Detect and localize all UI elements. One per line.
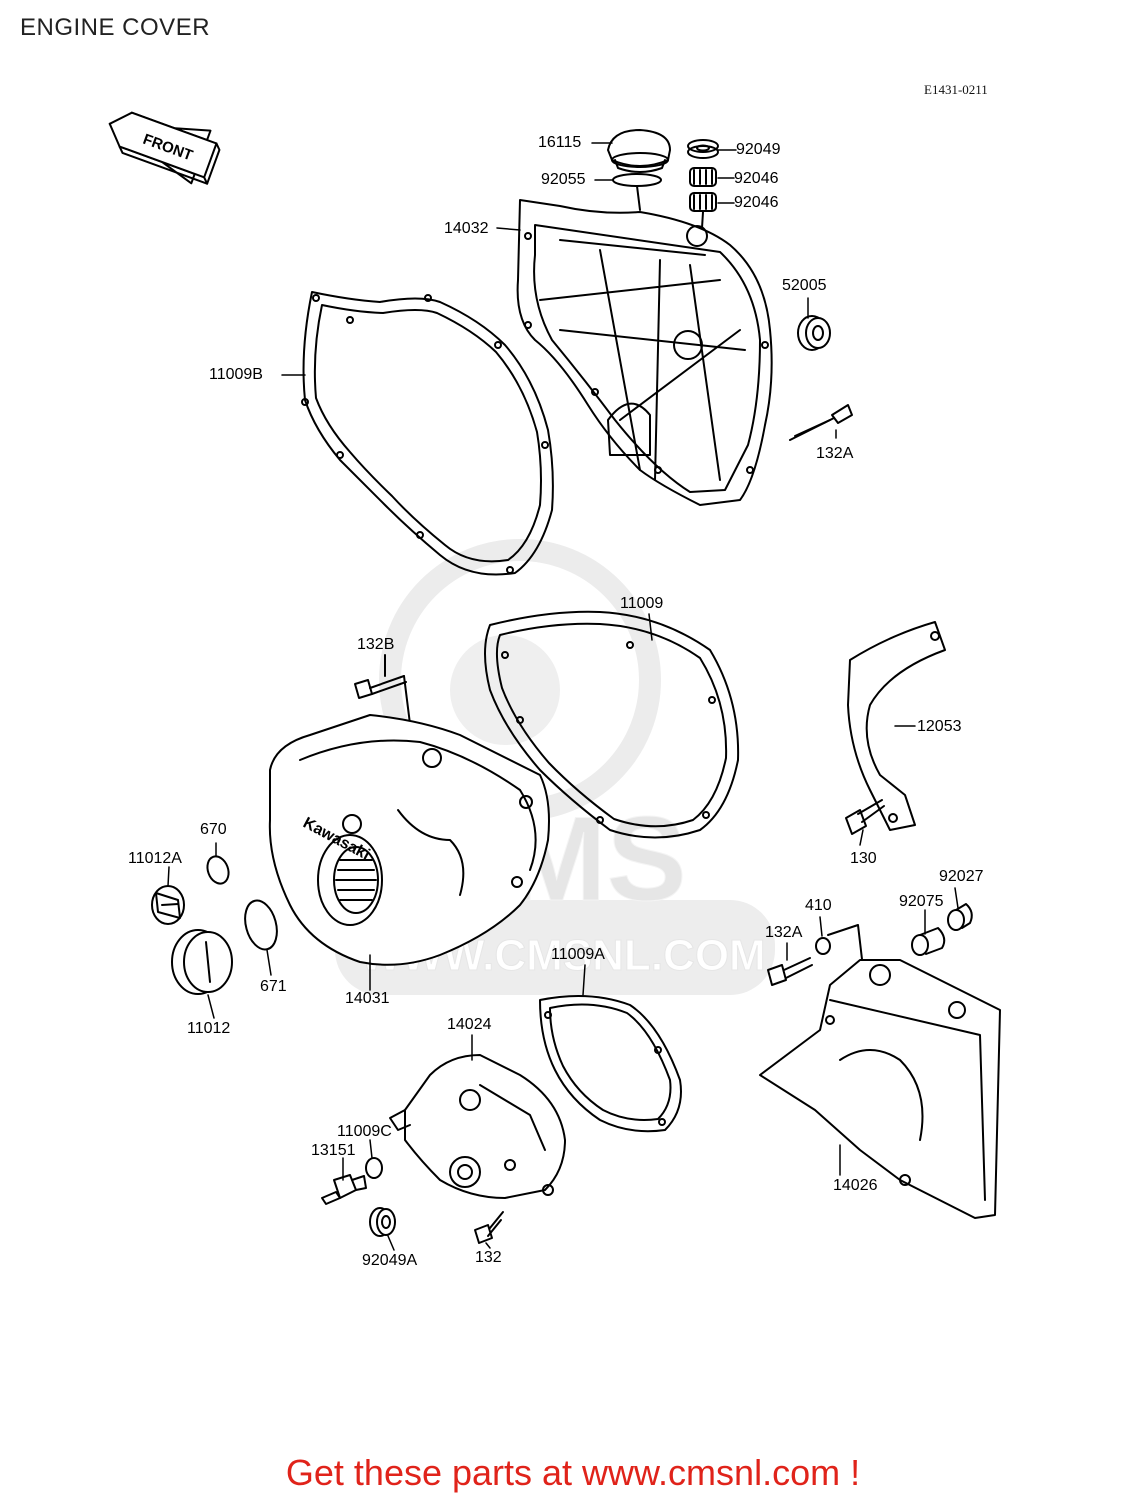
sensor-13151-icon [321, 1174, 367, 1205]
part-label-11009: 11009 [620, 595, 664, 612]
part-label-410: 410 [805, 897, 832, 914]
part-label-11012: 11012 [187, 1020, 231, 1037]
footer-cta-link[interactable]: Get these parts at www.cmsnl.com ! [285, 1452, 861, 1493]
gasket-11009-icon [484, 610, 740, 839]
washer-410-icon [815, 937, 831, 955]
seal-11009c-icon [365, 1157, 383, 1179]
bearing-92046-upper-icon [689, 167, 717, 187]
front-arrow [108, 111, 221, 185]
bolt-132-icon [474, 1211, 504, 1244]
part-label-132: 132 [475, 1249, 502, 1266]
oil-filler-cap-icon [607, 129, 671, 173]
oil-seal-92049a-icon [369, 1207, 396, 1237]
bolt-132b-icon [354, 675, 407, 699]
generator-cover-icon [268, 714, 550, 966]
part-label-92075: 92075 [899, 893, 944, 910]
part-label-12053: 12053 [917, 718, 962, 735]
bolt-132a-top-icon [789, 404, 853, 441]
o-ring-92055-icon [612, 173, 662, 187]
part-label-14024: 14024 [447, 1016, 492, 1033]
gasket-11009a-icon [539, 995, 682, 1133]
o-ring-670-icon [206, 855, 230, 885]
part-label-132a-mid: 132A [765, 924, 803, 941]
o-ring-671-icon [244, 899, 278, 951]
part-label-132a-top: 132A [816, 445, 854, 462]
part-label-14032: 14032 [444, 220, 489, 237]
part-label-92027: 92027 [939, 868, 984, 885]
part-label-13151: 13151 [311, 1142, 356, 1159]
water-pump-cover-icon [389, 1054, 566, 1199]
gasket-11009b-icon [301, 291, 554, 576]
bolt-132a-mid-icon [767, 957, 813, 986]
bolt-130-icon [845, 799, 885, 835]
part-label-130: 130 [850, 850, 877, 867]
guard-12053-icon [847, 621, 946, 831]
oil-seal-92049-icon [687, 139, 719, 159]
part-label-92046-lower: 92046 [734, 194, 779, 211]
part-label-14031: 14031 [345, 990, 390, 1007]
sprocket-cover-icon [759, 959, 1001, 1219]
part-label-92049a: 92049A [362, 1252, 418, 1269]
collar-92075-icon [911, 927, 946, 956]
cap-11012a-icon [151, 885, 185, 925]
part-label-671: 671 [260, 978, 287, 995]
leader-lines [167, 142, 959, 1251]
part-label-92055: 92055 [541, 171, 586, 188]
clutch-cover-icon [516, 199, 773, 506]
oil-seal-52005-icon [797, 315, 831, 351]
page-title: ENGINE COVER [20, 14, 211, 41]
cap-11012-icon [171, 929, 233, 995]
diagram-code: E1431-0211 [924, 82, 988, 97]
bearing-92046-lower-icon [689, 192, 717, 212]
part-label-92046-upper: 92046 [734, 170, 779, 187]
part-label-11009c: 11009C [337, 1123, 392, 1140]
collar-92027-icon [947, 903, 973, 931]
part-label-132b: 132B [357, 636, 395, 653]
part-label-14026: 14026 [833, 1177, 878, 1194]
part-label-92049: 92049 [736, 141, 781, 158]
part-label-11009b: 11009B [209, 366, 263, 383]
part-label-11009a: 11009A [551, 946, 605, 963]
part-label-16115: 16115 [538, 134, 582, 151]
part-label-670: 670 [200, 821, 227, 838]
part-label-52005: 52005 [782, 277, 827, 294]
part-label-11012a: 11012A [128, 850, 182, 867]
